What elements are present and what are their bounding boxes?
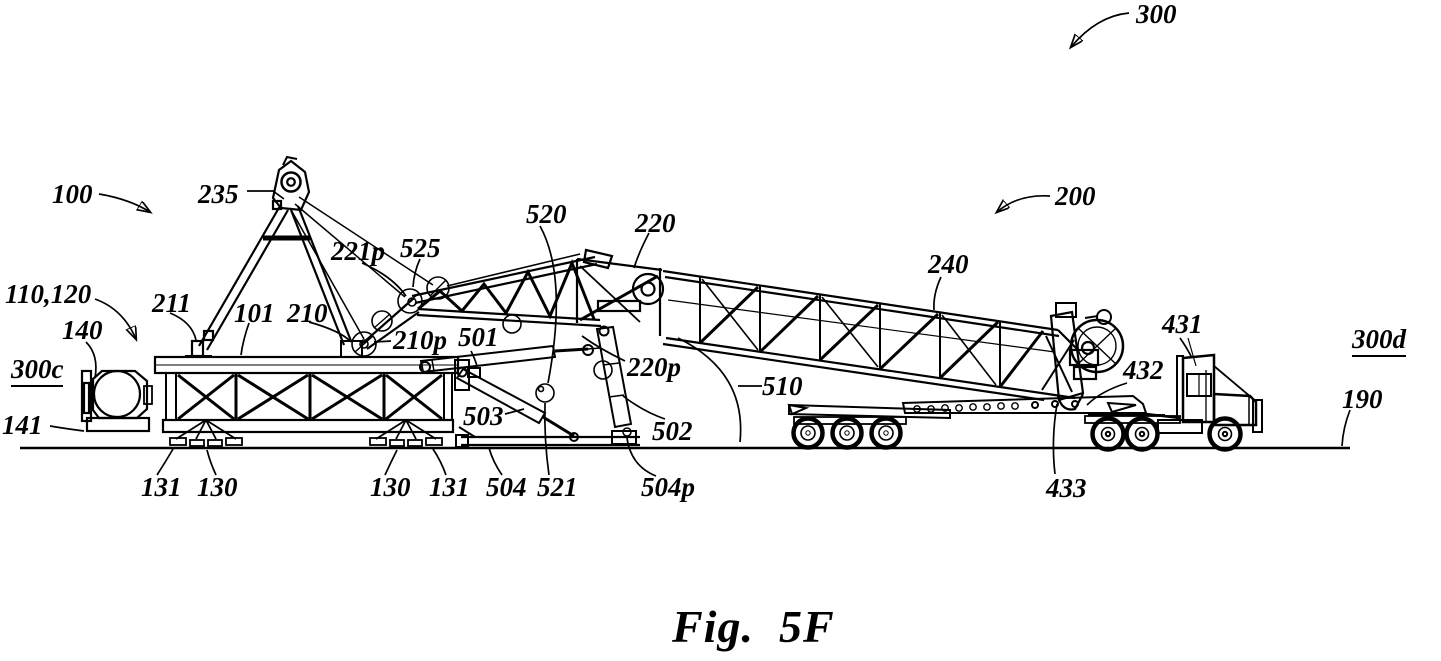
ref-label-110-120: 110,120 <box>5 279 92 309</box>
ref-label-433: 433 <box>1046 473 1087 503</box>
ref-label-140: 140 <box>62 315 103 345</box>
support-feet-right <box>369 419 443 447</box>
ref-label-300d: 300d <box>1352 326 1406 357</box>
ref-label-240: 240 <box>928 249 969 279</box>
ref-label-220p: 220p <box>627 352 681 382</box>
ref-label-210: 210 <box>287 298 328 328</box>
boom-section <box>662 269 1079 402</box>
ref-label-235: 235 <box>198 179 239 209</box>
ref-label-211: 211 <box>152 288 192 318</box>
ref-label-520: 520 <box>526 199 567 229</box>
ref-label-432: 432 <box>1123 355 1164 385</box>
leader-lines <box>49 190 1351 477</box>
truck <box>1084 337 1263 452</box>
ref-label-100: 100 <box>52 179 93 209</box>
ref-label-200: 200 <box>1055 181 1096 211</box>
ref-label-101: 101 <box>234 298 275 328</box>
ref-label-141: 141 <box>2 410 43 440</box>
truck-wheels <box>1090 416 1243 452</box>
figure-caption: Fig. 5F <box>672 601 835 652</box>
ref-label-300: 300 <box>1136 0 1177 29</box>
ref-label-502: 502 <box>652 416 693 446</box>
substructure <box>153 355 481 434</box>
ref-label-300c: 300c <box>11 356 64 387</box>
ref-label-501: 501 <box>458 322 499 352</box>
ref-label-525: 525 <box>400 233 441 263</box>
ref-label-130-right: 130 <box>370 472 411 502</box>
ref-label-131-left: 131 <box>141 472 182 502</box>
cylinder-501 <box>419 344 601 374</box>
trailer-wheels <box>791 416 903 450</box>
winch-unit <box>80 369 153 433</box>
truck-cab <box>1157 337 1263 434</box>
ref-label-503: 503 <box>463 401 504 431</box>
ref-label-210p: 210p <box>393 325 447 355</box>
a-frame <box>185 155 434 358</box>
ref-label-521: 521 <box>537 472 578 502</box>
support-feet-left <box>169 419 243 447</box>
ref-label-221p: 221p <box>331 236 385 266</box>
ref-label-131-right: 131 <box>429 472 470 502</box>
skid-beam-504 <box>455 426 640 448</box>
ref-label-130-left: 130 <box>197 472 238 502</box>
ref-label-431: 431 <box>1162 309 1203 339</box>
crown-block <box>1049 302 1125 411</box>
a-frame-sheave <box>280 171 302 193</box>
ref-label-510: 510 <box>762 371 803 401</box>
mast-section <box>362 248 665 350</box>
arrow-leaders <box>94 12 1130 339</box>
ref-label-504: 504 <box>486 472 527 502</box>
ref-label-190: 190 <box>1342 384 1383 414</box>
ref-label-504p: 504p <box>641 472 695 502</box>
ref-label-220: 220 <box>635 208 676 238</box>
cylinder-502 <box>595 325 637 445</box>
